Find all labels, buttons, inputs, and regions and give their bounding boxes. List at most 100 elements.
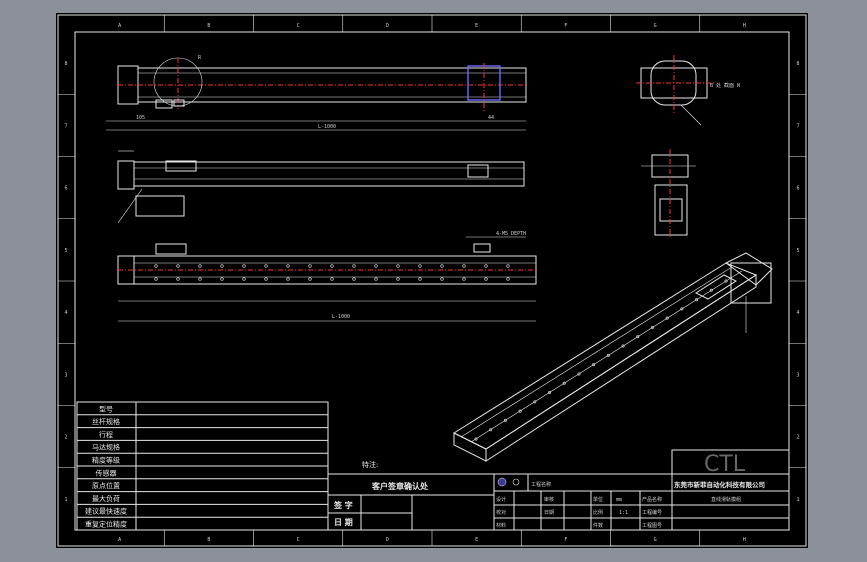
drawing-ver-label: 工程图号 bbox=[642, 522, 662, 529]
section-view-top: B 处 截面 N bbox=[636, 55, 740, 126]
review-label: 审核 bbox=[544, 496, 554, 503]
grid-number: 2 bbox=[64, 435, 67, 441]
spec-row-label: 行程 bbox=[99, 430, 113, 439]
hole bbox=[308, 277, 312, 281]
hole bbox=[330, 277, 334, 281]
grid-number: 6 bbox=[796, 186, 799, 192]
front-view: L-1000 4-M5 DEPTH bbox=[117, 231, 537, 322]
grid-letter: F bbox=[564, 537, 567, 543]
design-label: 设计 bbox=[496, 496, 506, 503]
hole bbox=[396, 264, 400, 268]
hole bbox=[440, 264, 444, 268]
grid-letter: E bbox=[475, 23, 478, 29]
mounting-holes bbox=[154, 264, 510, 281]
company-name: 东莞市新菲自动化科技有限公司 bbox=[674, 480, 765, 489]
grid-letter: H bbox=[743, 537, 746, 543]
hole bbox=[220, 264, 224, 268]
hole bbox=[724, 279, 728, 283]
grid-letter: H bbox=[743, 23, 746, 29]
unit-value: mm bbox=[616, 497, 622, 503]
hole bbox=[396, 277, 400, 281]
grid-letter: E bbox=[475, 537, 478, 543]
grid-number: 7 bbox=[64, 123, 67, 129]
grid-number: 6 bbox=[64, 186, 67, 192]
hole bbox=[484, 264, 488, 268]
hole bbox=[577, 372, 581, 376]
scale-value: 1:1 bbox=[619, 510, 628, 516]
grid-number: 4 bbox=[64, 310, 67, 316]
section-note: B 处 截面 N bbox=[710, 82, 740, 89]
hole bbox=[533, 400, 537, 404]
hole bbox=[606, 353, 610, 357]
hole bbox=[330, 264, 334, 268]
hole bbox=[680, 307, 684, 311]
grid-number: 3 bbox=[64, 372, 67, 378]
hole bbox=[176, 277, 180, 281]
hole bbox=[621, 344, 625, 348]
grid-number: 2 bbox=[796, 435, 799, 441]
hole bbox=[650, 325, 654, 329]
spec-row-label: 精度等级 bbox=[92, 456, 120, 465]
grid-number: 8 bbox=[796, 61, 799, 67]
check-label: 校对 bbox=[496, 509, 506, 516]
spec-row-label: 重复定位精度 bbox=[85, 520, 127, 529]
spec-row-label: 建议最快速度 bbox=[85, 507, 127, 516]
isometric-view bbox=[452, 252, 773, 462]
grid-number: 7 bbox=[796, 123, 799, 129]
grid-letter: D bbox=[386, 537, 389, 543]
scale-label: 比例 bbox=[593, 509, 603, 516]
projection-symbol-icon bbox=[497, 477, 507, 487]
hole bbox=[220, 277, 224, 281]
grid-number: 1 bbox=[796, 497, 799, 503]
date-label: 日 期 bbox=[334, 517, 353, 527]
product-name-label: 产品名称 bbox=[642, 496, 662, 503]
svg-text:105: 105 bbox=[136, 115, 145, 121]
part-name-label: 工程名称 bbox=[531, 481, 551, 488]
grid-number: 5 bbox=[64, 248, 67, 254]
side-view bbox=[117, 150, 525, 224]
hole bbox=[695, 298, 699, 302]
svg-text:4-M5 DEPTH: 4-M5 DEPTH bbox=[496, 231, 526, 237]
svg-text:L-1000: L-1000 bbox=[318, 124, 336, 130]
hole bbox=[286, 277, 290, 281]
hole bbox=[518, 409, 522, 413]
hole bbox=[562, 381, 566, 385]
date-title-label: 日期 bbox=[544, 510, 554, 516]
grid-letter: A bbox=[118, 537, 121, 543]
svg-text:L-1000: L-1000 bbox=[332, 314, 350, 320]
spec-row-label: 型号 bbox=[99, 404, 113, 413]
hole bbox=[286, 264, 290, 268]
spec-row-label: 马达规格 bbox=[92, 443, 120, 452]
hole bbox=[665, 316, 669, 320]
hole bbox=[489, 428, 493, 432]
grid-numbers-left: 8 7 6 5 4 3 2 1 bbox=[58, 61, 75, 503]
hole bbox=[418, 277, 422, 281]
grid-number: 1 bbox=[64, 497, 67, 503]
hole bbox=[352, 264, 356, 268]
hole bbox=[462, 264, 466, 268]
svg-text:44: 44 bbox=[488, 115, 494, 121]
grid-letter: A bbox=[118, 23, 121, 29]
grid-number: 8 bbox=[64, 61, 67, 67]
hole bbox=[308, 264, 312, 268]
grid-letter: G bbox=[654, 537, 657, 543]
spec-row-label: 丝杆规格 bbox=[92, 417, 120, 426]
hole bbox=[374, 277, 378, 281]
hole bbox=[242, 277, 246, 281]
spec-row-label: 最大负荷 bbox=[92, 494, 120, 503]
isometric-holes bbox=[474, 279, 728, 441]
grid-number: 4 bbox=[796, 310, 799, 316]
hole bbox=[462, 277, 466, 281]
hole bbox=[418, 264, 422, 268]
hole bbox=[154, 277, 158, 281]
hole bbox=[242, 264, 246, 268]
hole bbox=[709, 288, 713, 292]
unit-label: 单位 bbox=[593, 496, 603, 503]
svg-text:R: R bbox=[198, 55, 202, 61]
hole bbox=[352, 277, 356, 281]
